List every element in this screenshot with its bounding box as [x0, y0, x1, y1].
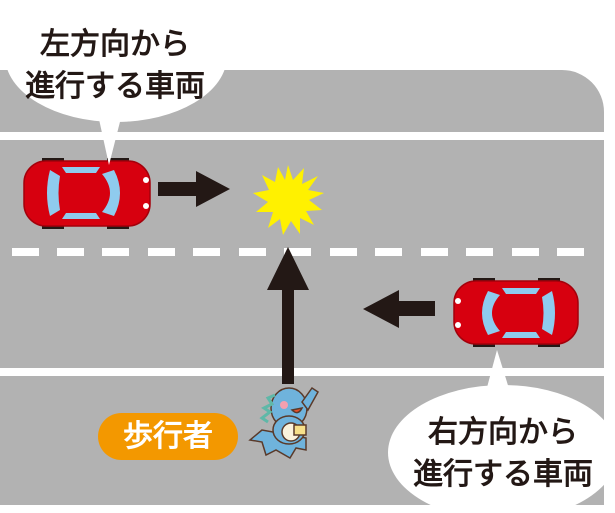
arrow-up-icon	[267, 247, 309, 384]
car-right-icon	[453, 278, 579, 347]
collision-burst-icon	[253, 165, 324, 235]
label-left-vehicle-line1: 左方向から	[40, 27, 190, 62]
speech-bubble-left	[5, 0, 227, 122]
bubble-tail-left	[97, 110, 123, 165]
road-edge-top	[0, 132, 615, 140]
label-left-vehicle-line2: 進行する車両	[25, 69, 205, 104]
label-right-vehicle-line2: 進行する車両	[413, 457, 593, 492]
bubble-tail-right	[485, 350, 511, 395]
car-left-icon	[23, 158, 151, 229]
center-dashed-line	[12, 248, 584, 256]
arrow-left-icon	[363, 290, 435, 328]
pedestrian-badge: 歩行者	[98, 413, 238, 460]
road-edge-bottom	[0, 368, 615, 376]
label-right-vehicle-line1: 右方向から	[428, 415, 578, 450]
pedestrian-character-icon	[248, 386, 319, 460]
speech-bubble-right	[388, 385, 615, 513]
arrow-right-icon	[158, 171, 230, 207]
